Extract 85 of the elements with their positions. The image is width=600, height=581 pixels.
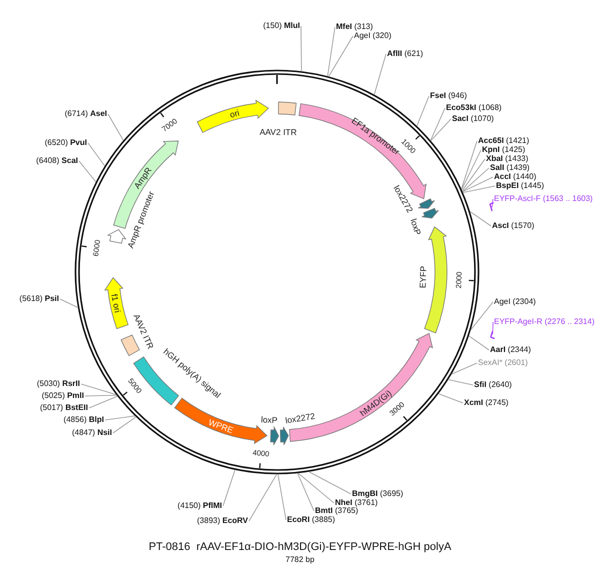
restriction-site-label: SfiI (2640) <box>474 380 512 390</box>
restriction-site-label: XbaI (1433) <box>486 154 528 164</box>
leader-line <box>470 302 494 330</box>
restriction-site-label: BmtI (3765) <box>315 506 358 516</box>
restriction-site-label: EcoRI (3885) <box>287 515 336 525</box>
feature-label: loxP <box>260 414 278 426</box>
leader-line <box>416 96 430 126</box>
primer-mark <box>490 330 496 340</box>
feature-label: AAV2 ITR <box>260 126 297 138</box>
restriction-site-label: AgeI (2304) <box>494 297 536 307</box>
leader-line <box>430 108 446 141</box>
restriction-site-label: (4847) NsiI <box>72 428 112 438</box>
leader-line <box>88 396 118 408</box>
feature-label: AAV2 ITR <box>132 312 156 350</box>
restriction-site-label: (5618) PsiI <box>19 294 59 304</box>
restriction-site-label: Acc65I (1421) <box>478 136 530 146</box>
leader-line <box>248 474 278 522</box>
leader-line <box>492 322 494 335</box>
leader-line <box>108 114 124 141</box>
restriction-site-label: AscI (1570) <box>492 221 534 231</box>
leader-line <box>308 471 352 494</box>
plasmid-title: PT-0816 rAAV-EF1α-DIO-hM3D(Gi)-EYFP-WPRE-hGH polyA <box>148 541 452 553</box>
leader-line <box>430 118 452 142</box>
leader-line <box>470 211 492 226</box>
restriction-site-label: (5017) BstEII <box>40 403 88 413</box>
restriction-site-label: Eco53kI (1068) <box>446 103 502 113</box>
restriction-site-label: BmgBI (3695) <box>352 489 404 499</box>
restriction-site-label: AccI (1440) <box>494 172 536 182</box>
leader-line <box>222 470 236 506</box>
primer-mark <box>489 202 494 212</box>
leader-line <box>462 176 494 192</box>
restriction-site-label: (4150) PflMI <box>178 501 222 511</box>
leader-line <box>448 379 474 386</box>
restriction-site-label: BspEI (1445) <box>496 181 544 191</box>
leader-line <box>374 54 386 95</box>
restriction-site-label: FseI (946) <box>430 91 467 101</box>
restriction-site-label: (150) MluI <box>263 21 300 31</box>
feature-label: ori <box>228 108 240 120</box>
feature-label: EYFP <box>418 266 428 288</box>
leader-line <box>328 36 354 77</box>
leader-line <box>80 384 116 396</box>
restriction-site-label: AflII (621) <box>387 49 424 59</box>
leader-line <box>298 472 334 504</box>
leader-line <box>462 186 496 193</box>
leader-line <box>462 158 486 192</box>
restriction-site-label: SexAI* (2601) <box>478 358 528 368</box>
primer-label: EYFP-AscI-F (1563 .. 1603) <box>494 194 593 204</box>
restriction-site-label: MfeI (313) <box>336 22 373 32</box>
leader-line <box>461 140 478 190</box>
leader-line <box>84 394 117 396</box>
leader-line <box>327 26 336 77</box>
restriction-site-label: (6408) ScaI <box>36 156 78 166</box>
leader-line <box>88 142 106 166</box>
leader-line <box>451 362 478 375</box>
feature-label: loxP <box>408 217 424 236</box>
restriction-site-label: (3893) EcoRV <box>197 516 248 526</box>
restriction-site-label: XcmI (2745) <box>464 398 508 408</box>
restriction-site-label: KpnI (1425) <box>482 145 526 155</box>
feature-label: WPRE <box>207 417 235 436</box>
leader-line <box>461 150 482 190</box>
leader-line <box>300 26 302 72</box>
restriction-site-label: AarI (2344) <box>490 345 531 355</box>
leader-line <box>492 198 494 208</box>
restriction-site-label: (6520) PvuI <box>44 138 87 148</box>
restriction-site-label: SacI (1070) <box>452 114 494 124</box>
restriction-site-label: (5030) RsrII <box>36 379 80 389</box>
feature-label: f1 ori <box>109 293 123 314</box>
leader-line <box>104 416 136 420</box>
leader-line <box>438 393 464 404</box>
plasmid-size: 7782 bp <box>284 555 316 564</box>
restriction-site-label: SalI (1439) <box>490 163 530 173</box>
leader-line <box>278 474 286 520</box>
restriction-site-label: (5025) PmlI <box>42 391 84 401</box>
leader-line <box>468 336 490 350</box>
primer-label: EYFP-AgeI-R (2276 .. 2314) <box>494 317 594 327</box>
leader-line <box>297 472 314 512</box>
feature-label: lox2272 <box>284 410 316 426</box>
leader-line <box>112 416 136 434</box>
restriction-site-label: (6714) AseI <box>64 109 107 119</box>
restriction-site-label: NheI (3761) <box>335 498 378 508</box>
leader-line <box>78 160 96 182</box>
restriction-site-label: AgeI (320) <box>354 31 392 41</box>
restriction-site-label: (4856) BlpI <box>64 415 104 425</box>
leader-line <box>60 298 78 308</box>
leader-line <box>462 168 490 192</box>
